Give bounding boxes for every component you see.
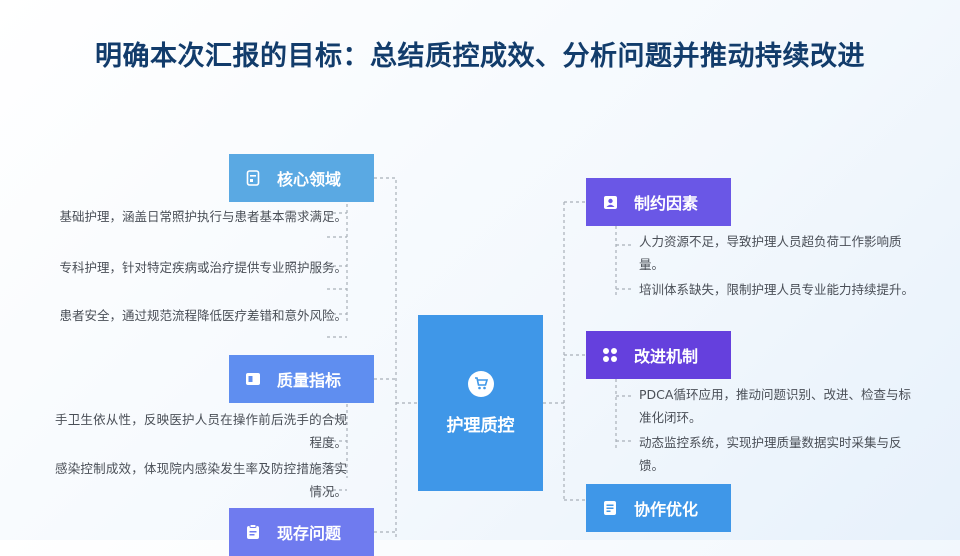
page-title: 明确本次汇报的目标：总结质控成效、分析问题并推动持续改进: [95, 41, 865, 72]
node-core-areas[interactable]: 核心领域: [229, 154, 374, 202]
desc-core-3: 患者安全，通过规范流程降低医疗差错和意外风险。: [59, 308, 347, 323]
center-label: 护理质控: [446, 415, 515, 436]
node-improvement-mechanism[interactable]: 改进机制: [586, 331, 731, 379]
desc-constraints-1: 人力资源不足，导致护理人员超负荷工作影响质量。: [639, 234, 902, 272]
node-label: 改进机制: [634, 347, 699, 366]
apps-icon: [602, 347, 618, 363]
node-constraints[interactable]: 制约因素: [586, 178, 731, 226]
card-icon: [245, 371, 261, 387]
node-label: 核心领域: [277, 170, 342, 189]
node-label: 现存问题: [277, 524, 342, 543]
node-quality-indicators[interactable]: 质量指标: [229, 355, 374, 403]
cart-icon: [467, 370, 494, 397]
desc-improvement-2: 动态监控系统，实现护理质量数据实时采集与反馈。: [639, 435, 902, 473]
desc-constraints-2: 培训体系缺失，限制护理人员专业能力持续提升。: [639, 282, 915, 297]
desc-core-1: 基础护理，涵盖日常照护执行与患者基本需求满足。: [59, 209, 347, 224]
clipboard-icon: [245, 524, 261, 540]
desc-improvement-1: PDCA循环应用，推动问题识别、改进、检查与标准化闭环。: [639, 387, 911, 425]
desc-quality-2: 感染控制成效，体现院内感染发生率及防控措施落实情况。: [55, 461, 347, 499]
node-existing-problems[interactable]: 现存问题: [229, 508, 374, 556]
note-icon: [602, 500, 618, 516]
center-node[interactable]: 护理质控: [418, 315, 543, 491]
desc-core-2: 专科护理，针对特定疾病或治疗提供专业照护服务。: [59, 260, 347, 275]
node-label: 协作优化: [634, 500, 699, 519]
desc-quality-1: 手卫生依从性，反映医护人员在操作前后洗手的合规程度。: [55, 412, 347, 450]
node-collaboration-optimization[interactable]: 协作优化: [586, 484, 731, 532]
connector-lines: [327, 177, 634, 540]
node-label: 制约因素: [634, 194, 699, 213]
node-label: 质量指标: [277, 371, 342, 390]
document-icon: [245, 170, 261, 186]
user-card-icon: [602, 194, 618, 210]
